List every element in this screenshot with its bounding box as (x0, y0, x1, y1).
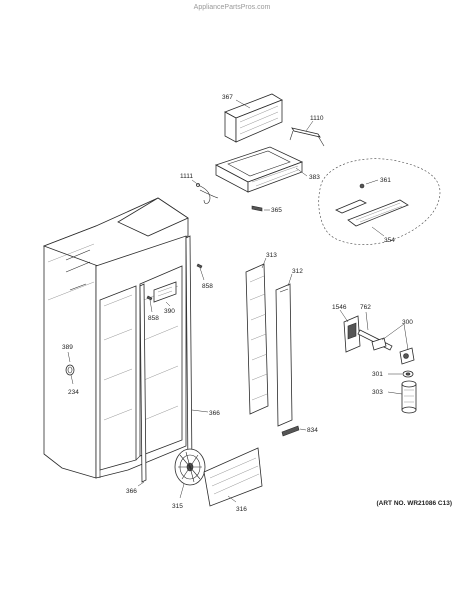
part-315-fan[interactable] (174, 448, 206, 486)
part-390-vent[interactable] (153, 281, 177, 303)
leader-366-left (137, 481, 145, 487)
part-1111-wire[interactable] (196, 183, 219, 204)
callout-858-right[interactable]: 858 (202, 283, 213, 290)
leader-315 (179, 483, 185, 499)
part-361-screw[interactable] (359, 183, 365, 189)
leader-834 (299, 428, 307, 431)
leader-1111 (191, 179, 201, 187)
part-234-cap[interactable] (65, 364, 75, 376)
callout-389[interactable]: 389 (62, 344, 73, 351)
part-834-clip[interactable] (281, 425, 300, 437)
part-316-fan-cover[interactable] (203, 447, 263, 507)
leader-383 (295, 167, 308, 177)
watermark-text: AppliancePartsPros.com (194, 4, 271, 11)
part-1110-bracket[interactable] (289, 127, 325, 147)
part-312-divider[interactable] (275, 283, 293, 427)
callout-316[interactable]: 316 (236, 506, 247, 513)
callout-1110[interactable]: 1110 (310, 115, 324, 122)
part-300-valve[interactable] (371, 337, 415, 365)
part-366-strip-left[interactable] (139, 283, 147, 483)
callout-367[interactable]: 367 (222, 94, 233, 101)
callout-834[interactable]: 834 (307, 427, 318, 434)
cabinet-liner (42, 197, 189, 479)
part-366-strip-right[interactable] (185, 235, 193, 473)
callout-762[interactable]: 762 (360, 304, 371, 311)
callout-390[interactable]: 390 (164, 308, 175, 315)
callout-365[interactable]: 365 (271, 207, 282, 214)
callout-354[interactable]: 354 (384, 237, 395, 244)
leader-313 (261, 257, 267, 269)
dashed-group-outline (318, 158, 441, 245)
leader-312 (287, 273, 293, 287)
leader-389 (67, 351, 71, 363)
callout-301[interactable]: 301 (372, 371, 383, 378)
leader-858-right (199, 267, 205, 281)
callout-1546[interactable]: 1546 (332, 304, 347, 311)
leader-300 (381, 323, 409, 351)
leader-361 (365, 179, 379, 185)
callout-300[interactable]: 300 (402, 319, 413, 326)
callout-366-left[interactable]: 366 (126, 488, 137, 495)
leader-762 (365, 311, 369, 331)
part-313-trim[interactable] (245, 263, 269, 415)
part-301-nut[interactable] (402, 370, 414, 378)
callout-312[interactable]: 312 (292, 268, 303, 275)
part-383-control-housing[interactable] (214, 146, 304, 193)
callout-858-left[interactable]: 858 (148, 315, 159, 322)
leader-1110 (305, 120, 314, 132)
leader-366-right (191, 409, 209, 413)
callout-361[interactable]: 361 (380, 177, 391, 184)
callout-303[interactable]: 303 (372, 389, 383, 396)
part-365-screw[interactable] (251, 205, 263, 212)
callout-366-right[interactable]: 366 (209, 410, 220, 417)
leader-367 (235, 99, 251, 109)
part-367-housing[interactable] (224, 93, 283, 143)
callout-383[interactable]: 383 (309, 174, 320, 181)
callout-313[interactable]: 313 (266, 252, 277, 259)
leader-303 (387, 391, 403, 395)
callout-234[interactable]: 234 (68, 389, 79, 396)
leader-354 (371, 226, 385, 237)
callout-1111[interactable]: 1111 (180, 173, 193, 180)
part-1546-bracket[interactable] (343, 315, 361, 353)
leader-234 (70, 374, 74, 385)
art-number: (ART NO. WR21086 C13) (377, 500, 453, 507)
part-858-screw-left[interactable] (146, 295, 153, 301)
leader-1546 (339, 309, 349, 323)
part-303-filter[interactable] (401, 380, 417, 414)
part-354-control-board[interactable] (335, 199, 409, 227)
leader-316 (227, 495, 237, 503)
leader-858-left (149, 299, 153, 313)
leader-390 (165, 301, 171, 307)
callout-315[interactable]: 315 (172, 503, 183, 510)
part-858-screw-right[interactable] (196, 263, 203, 269)
